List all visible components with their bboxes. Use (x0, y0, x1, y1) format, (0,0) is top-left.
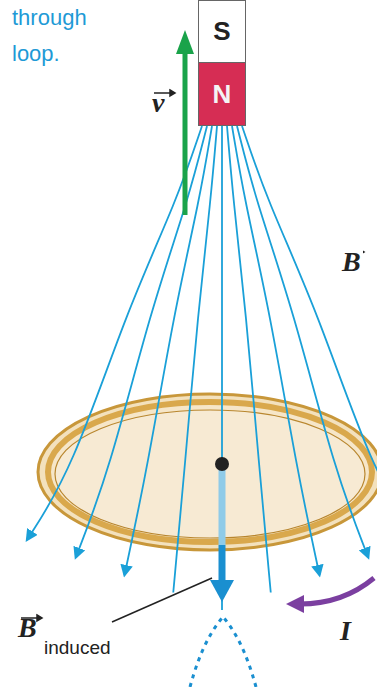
velocity-arrow (183, 50, 188, 215)
induced-field-label: B (18, 613, 37, 644)
caption-fragment: through loop. (12, 0, 107, 72)
pole-letter: N (213, 79, 232, 110)
current-arrow (300, 578, 374, 604)
field-line (125, 126, 213, 575)
induced-field-head (210, 580, 234, 602)
vector-hat (21, 90, 364, 621)
current-head (286, 595, 304, 613)
magnet-north: N (198, 62, 246, 126)
field-line (232, 126, 320, 575)
field-lines (27, 126, 377, 610)
pole-letter: S (213, 16, 230, 47)
induced-field-arrow (219, 545, 226, 582)
induced-field-shaft (219, 466, 226, 545)
field-label: B (340, 247, 363, 278)
velocity-label: v (152, 88, 164, 119)
field-line (227, 126, 271, 593)
field-line (237, 126, 368, 558)
loop-center-dot (215, 457, 229, 471)
field-line (242, 126, 377, 540)
magnet-south: S (198, 0, 246, 63)
dotted-field (224, 618, 256, 687)
velocity-head (176, 30, 194, 54)
dotted-field (190, 618, 222, 687)
leader-line (112, 578, 212, 622)
loop-inner (55, 410, 365, 538)
field-line (27, 126, 202, 540)
current-label: I (340, 616, 351, 647)
field-line (221, 126, 223, 610)
induced-subscript: induced (44, 638, 111, 659)
field-line (173, 126, 217, 593)
